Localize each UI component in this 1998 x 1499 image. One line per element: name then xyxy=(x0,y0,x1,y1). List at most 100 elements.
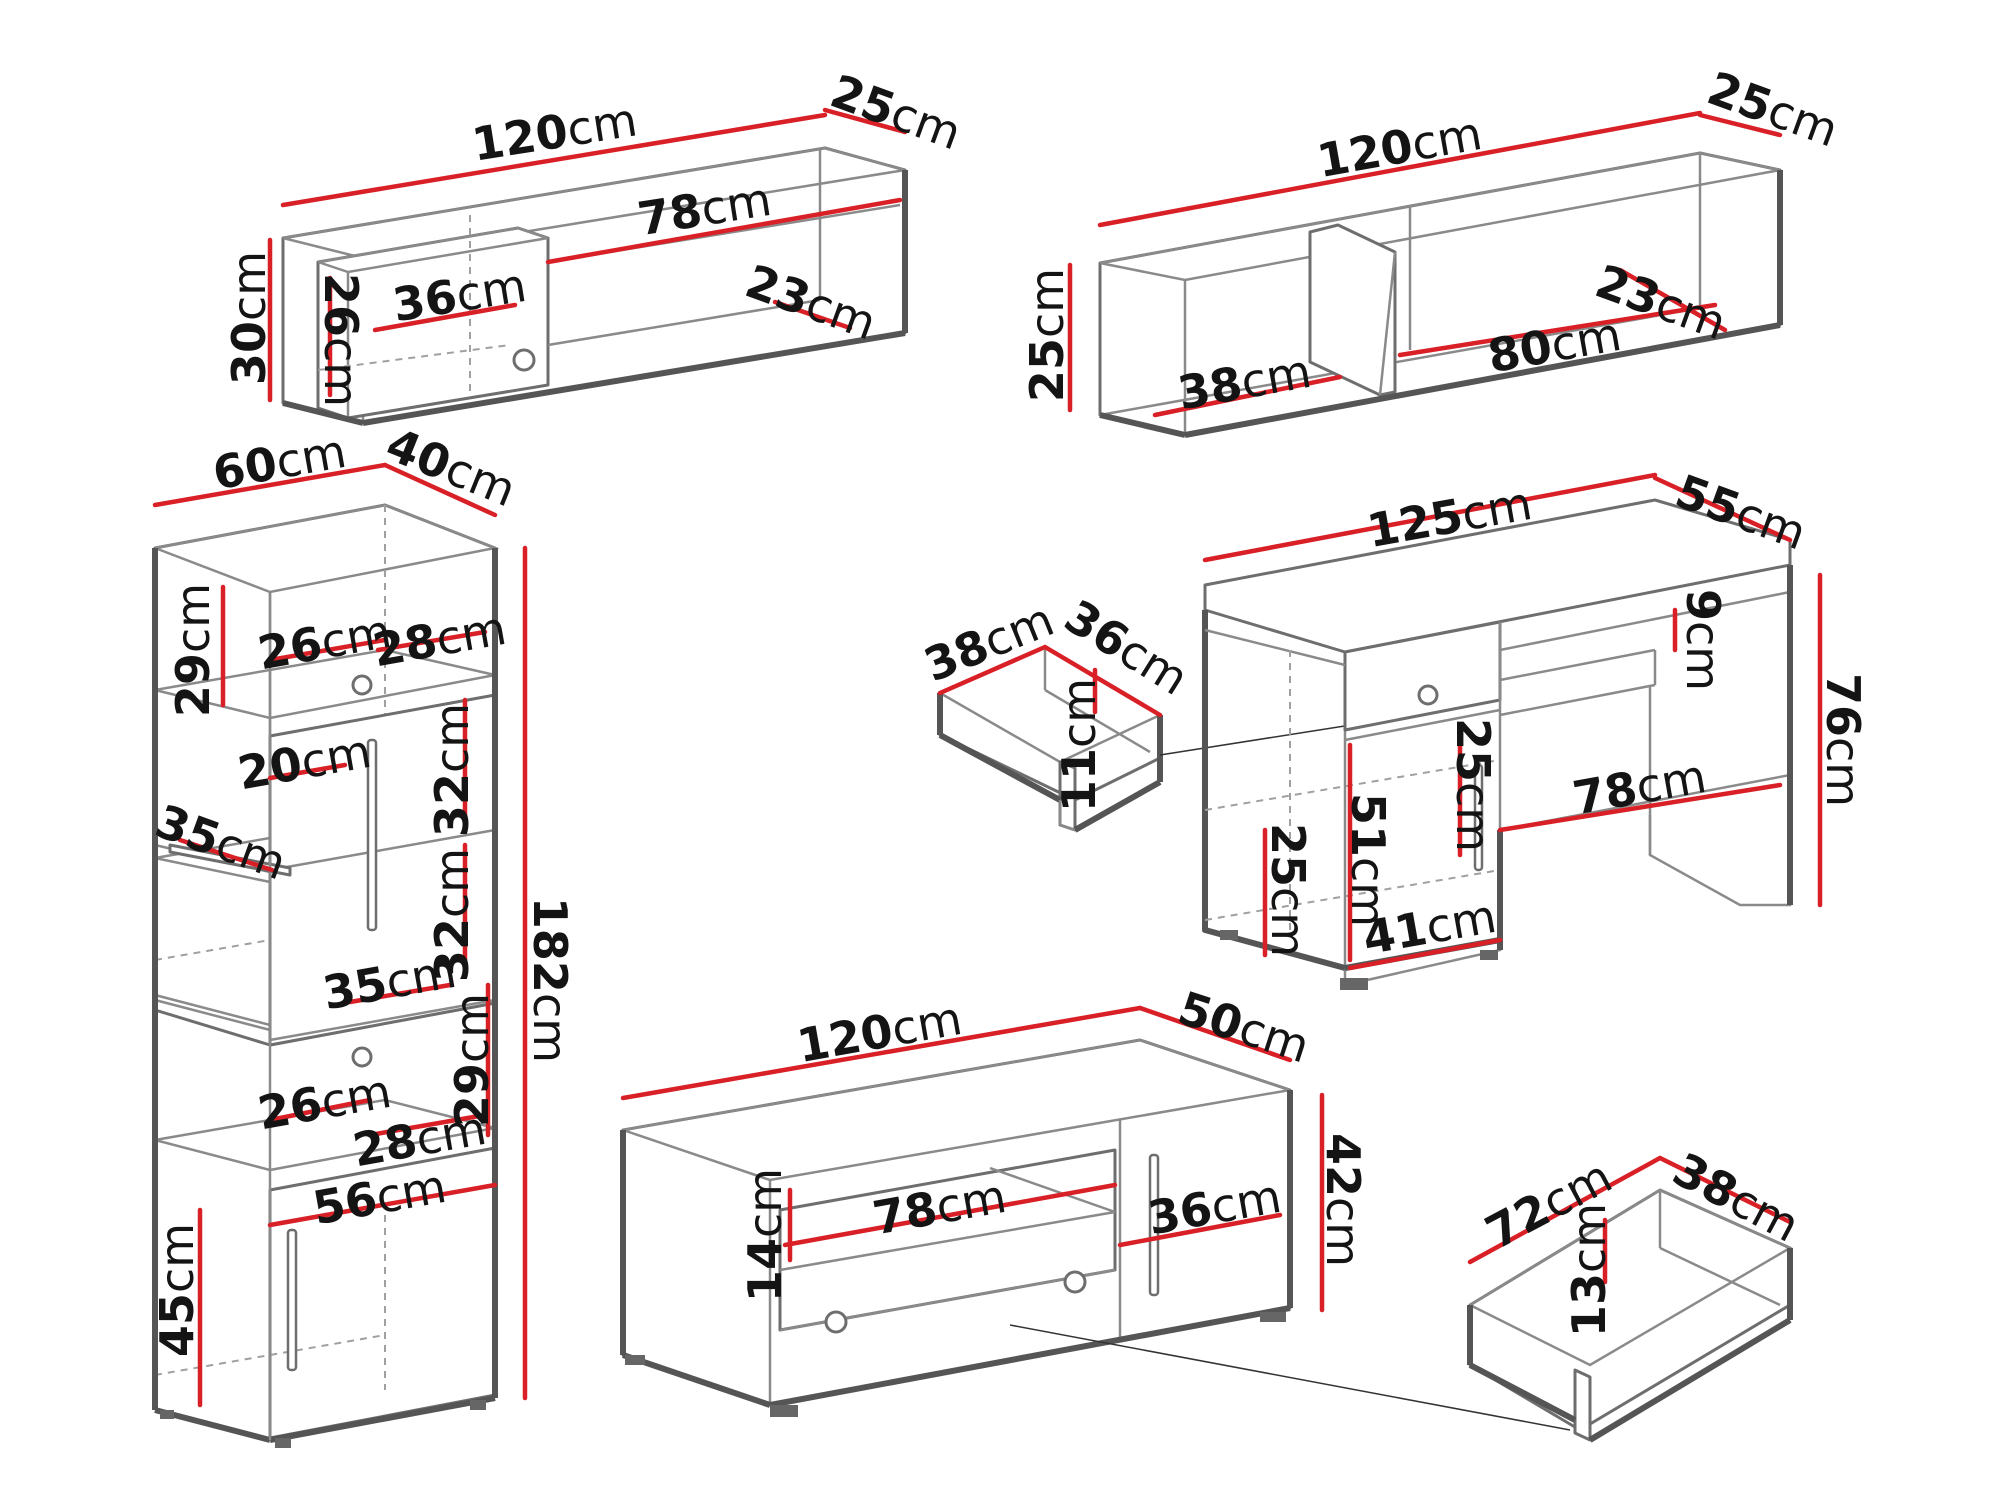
handle-icon xyxy=(1473,763,1484,872)
knob-icon xyxy=(351,674,373,696)
dimension-label-wsr-depth: 25cm xyxy=(1701,60,1846,157)
dimension-line-tc-bottom-right-width xyxy=(367,1112,488,1138)
dimension-line-wsr-depth xyxy=(1697,112,1783,138)
dimension-unit: cm xyxy=(317,603,395,668)
dimension-value: 80 xyxy=(1484,318,1556,382)
foot xyxy=(160,1410,174,1419)
dimension-label-tc-inner-width: 20cm xyxy=(234,723,375,799)
dimension-label-tc-bottom-left-width: 26cm xyxy=(254,1063,395,1139)
dimension-unit: cm xyxy=(222,251,276,321)
dimension-label-desk-shelf-height: 25cm xyxy=(1262,823,1316,957)
dimension-line-desk-width xyxy=(1202,472,1658,563)
dimension-value: 120 xyxy=(793,1003,897,1073)
dimension-label-tv-shelf-width: 78cm xyxy=(869,1168,1010,1244)
dimension-label-wsr-width: 120cm xyxy=(1313,106,1486,188)
dimension-label-tc-height: 182cm xyxy=(524,897,578,1063)
dimension-unit: cm xyxy=(932,1168,1010,1233)
dimension-unit: cm xyxy=(1547,306,1625,371)
dimension-value: 36 xyxy=(1144,1180,1216,1244)
dimension-unit: cm xyxy=(697,171,775,235)
dimension-label-tv-width: 120cm xyxy=(793,991,966,1073)
dimension-label-wsr-height: 25cm xyxy=(1020,268,1074,402)
dimension-label-desk-compartment-height: 25cm xyxy=(1447,718,1501,852)
dimension-value: 32 xyxy=(425,918,479,982)
dimension-line-tc-top-right-width xyxy=(375,629,488,653)
foot xyxy=(1480,950,1498,960)
dimension-unit: cm xyxy=(1207,1168,1285,1233)
dimension-unit: cm xyxy=(1237,343,1315,408)
wall-shelf-right xyxy=(1098,151,1783,438)
dimension-label-wsl-depth: 25cm xyxy=(824,63,969,160)
dimension-line-tv-cabinet-width xyxy=(1117,1212,1283,1248)
dimension-label-dd-height: 11cm xyxy=(1052,678,1106,812)
dimension-unit: cm xyxy=(1317,1197,1371,1267)
dimension-label-tc-top-right-width: 28cm xyxy=(369,600,510,676)
dimension-value: 182 xyxy=(524,897,578,993)
dimension-unit: cm xyxy=(1562,1203,1616,1273)
dimension-line-wsl-inner-width xyxy=(545,197,903,265)
knob-icon xyxy=(512,348,536,372)
dimension-value: 28 xyxy=(349,1112,421,1176)
dimension-line-tc-top-left-width xyxy=(267,637,388,663)
desk-drawer xyxy=(937,645,1371,833)
dimension-line-tc-width xyxy=(152,462,388,508)
dimension-label-tc-top-left-width: 26cm xyxy=(254,603,395,679)
dimension-line-tc-inner-width xyxy=(267,762,348,781)
dimension-unit: cm xyxy=(1457,476,1535,541)
dimension-value: 25 xyxy=(1020,338,1074,402)
dimension-unit: cm xyxy=(738,1168,792,1238)
dimension-unit: cm xyxy=(1407,106,1485,171)
dimension-value: 76 xyxy=(1817,673,1871,737)
dimension-value: 26 xyxy=(254,1075,326,1139)
knob-icon xyxy=(351,1046,373,1068)
dimension-label-tv-height: 42cm xyxy=(1317,1133,1371,1267)
foot xyxy=(625,1355,645,1365)
dimension-label-desk-gap-height: 9cm xyxy=(1677,589,1731,691)
dimension-unit: cm xyxy=(445,993,499,1063)
dimension-value: 32 xyxy=(425,773,479,837)
dimension-line-dd-width xyxy=(937,644,1048,696)
dimension-unit: cm xyxy=(1262,887,1316,957)
foot xyxy=(275,1438,291,1448)
dimension-label-desk-legroom-width: 78cm xyxy=(1569,748,1710,824)
dimension-label-tc-bottom-compartment-height: 29cm xyxy=(445,993,499,1127)
dimension-unit: cm xyxy=(425,848,479,918)
dimension-label-wsr-right-width: 80cm xyxy=(1484,306,1625,382)
handle-icon xyxy=(1148,1153,1160,1297)
dimension-unit: cm xyxy=(372,1158,450,1223)
dimension-line-tv-shelf-width xyxy=(782,1182,1118,1248)
dimension-value: 41 xyxy=(1359,900,1431,964)
dimension-value: 26 xyxy=(254,615,326,679)
dimension-value: 60 xyxy=(209,435,281,499)
dimension-value: 78 xyxy=(869,1180,941,1244)
dimension-value: 38 xyxy=(1174,355,1246,419)
dimension-unit: cm xyxy=(425,703,479,773)
dimension-label-wsr-left-width: 38cm xyxy=(1174,343,1315,419)
dimension-value: 28 xyxy=(369,612,441,676)
dimension-label-wsl-height: 30cm xyxy=(222,251,276,385)
dimension-label-tc-base-width: 56cm xyxy=(309,1158,450,1234)
dimension-unit: cm xyxy=(524,993,578,1063)
dimension-line-tc-base-width xyxy=(267,1182,498,1228)
dimension-label-tc-door-lower-height: 32cm xyxy=(425,848,479,982)
dimension-value: 51 xyxy=(1342,793,1396,857)
dimension-line-tvd-width xyxy=(1467,1155,1663,1265)
dimension-value: 13 xyxy=(1562,1273,1616,1337)
dimension-unit: cm xyxy=(150,1223,204,1293)
dimension-line-dd-depth xyxy=(1042,644,1163,718)
dimension-line-tc-depth xyxy=(382,462,498,518)
dimension-line-wsl-width xyxy=(280,112,828,208)
dimension-label-tc-top-compartment-height: 29cm xyxy=(166,583,220,717)
dimension-line-wsl-compartment-width xyxy=(372,302,518,333)
dimension-unit: cm xyxy=(1447,782,1501,852)
dimension-value: 14 xyxy=(738,1238,792,1302)
tv-stand xyxy=(620,1038,1571,1431)
dimension-line-tc-bottom-left-width xyxy=(267,1097,373,1123)
dimension-line-tv-depth xyxy=(1137,1005,1293,1063)
dimension-label-tv-cabinet-width: 36cm xyxy=(1144,1168,1285,1244)
dimension-value: 78 xyxy=(1569,760,1641,824)
dimension-value: 29 xyxy=(166,653,220,717)
dimension-line-desk-depth xyxy=(1652,475,1793,543)
dimension-label-tv-shelf-height: 14cm xyxy=(738,1168,792,1302)
